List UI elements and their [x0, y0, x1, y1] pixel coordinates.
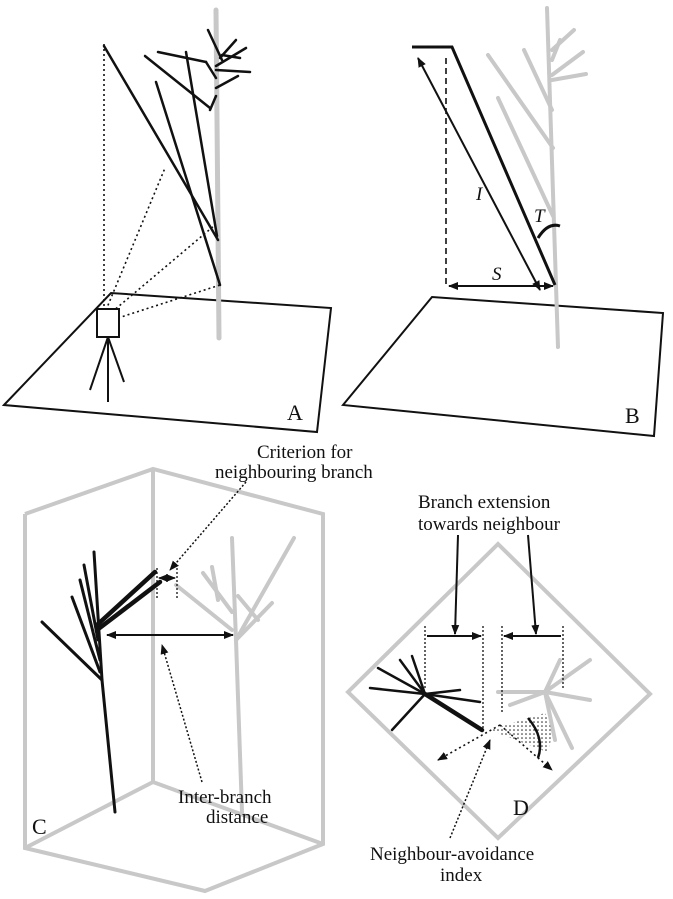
- avoidance-label-line2: index: [440, 865, 483, 886]
- panel-letter-d: D: [513, 795, 529, 820]
- criterion-label-line1: Criterion for: [257, 442, 353, 463]
- criterion-pointer: [169, 481, 247, 571]
- avoidance-pointer: [449, 739, 491, 839]
- tree-branches: [102, 28, 252, 287]
- label-s: S: [492, 264, 502, 285]
- length-arrow-i: [417, 57, 541, 291]
- box-outline: [23, 466, 325, 894]
- box-outline: [345, 541, 653, 841]
- focal-tree: [368, 654, 485, 733]
- panel-letter-b: B: [625, 403, 640, 428]
- criterion-label-line2: neighbouring branch: [215, 462, 373, 483]
- extension-label-line2: towards neighbour: [418, 514, 561, 535]
- panel-letter-a: A: [287, 400, 303, 425]
- distance-label-line2: distance: [206, 807, 268, 828]
- label-t: T: [534, 206, 546, 227]
- neighbour-tree: [174, 536, 296, 814]
- avoidance-label-line1: Neighbour-avoidance: [370, 844, 534, 865]
- focal-tree: [40, 550, 163, 814]
- panel-b: I T S B: [341, 6, 665, 438]
- distance-pointer: [160, 644, 203, 783]
- extension-pointer-right: [527, 534, 540, 635]
- ground-plane: [341, 295, 665, 438]
- tree-grey: [486, 6, 588, 349]
- panel-a: A: [1, 7, 333, 434]
- extension-label-line1: Branch extension: [418, 492, 551, 513]
- criterion-bracket: [156, 568, 178, 598]
- panel-c: Criterion for neighbouring branch Inter-…: [23, 442, 373, 894]
- ground-plane: [1, 291, 333, 434]
- distance-label-line1: Inter-branch: [178, 787, 272, 808]
- camera-on-tripod: [89, 308, 125, 402]
- tree-trunk: [213, 7, 222, 341]
- extension-guides: [424, 626, 564, 728]
- avoidance-vector-right: [499, 724, 553, 771]
- sight-lines: [103, 44, 221, 319]
- panel-d: Branch extension towards neighbour Neigh…: [345, 492, 653, 886]
- measured-branch: [412, 45, 557, 286]
- label-i: I: [475, 184, 484, 205]
- panel-letter-c: C: [32, 814, 47, 839]
- angle-arc-t: [536, 223, 561, 239]
- extension-pointer-left: [451, 534, 460, 635]
- avoidance-angle-dots: [490, 713, 552, 752]
- neighbour-tree: [496, 658, 592, 750]
- avoidance-vector-left: [437, 724, 501, 761]
- avoidance-angle-arc: [527, 717, 542, 759]
